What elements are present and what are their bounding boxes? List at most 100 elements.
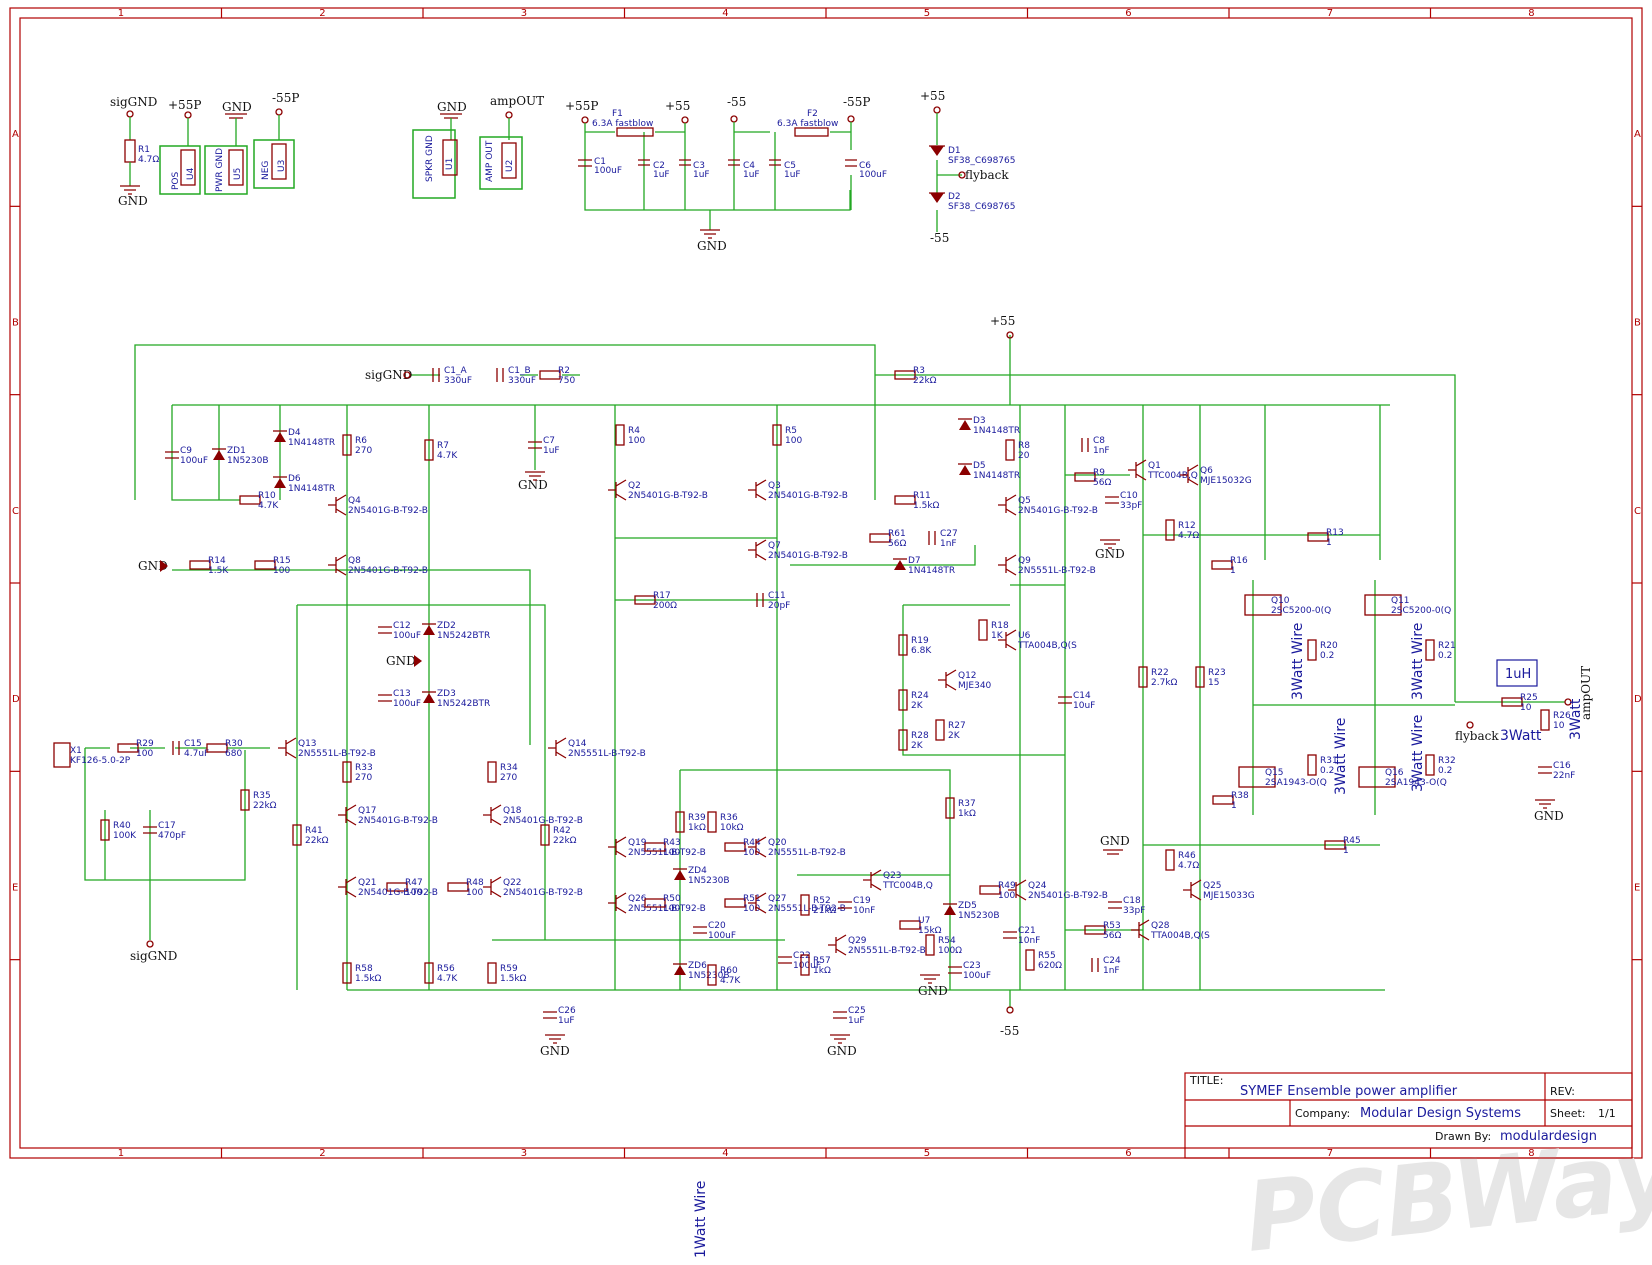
ref-label: Q2	[628, 481, 641, 491]
net-label: GND	[540, 1044, 570, 1058]
ref-label: R33	[355, 763, 373, 773]
val-label: 10nF	[853, 906, 875, 916]
ref-label: R20	[1320, 641, 1338, 651]
ref-label: R44	[743, 838, 761, 848]
ref-label: R57	[813, 956, 831, 966]
val-label: 10kΩ	[720, 823, 744, 833]
connector-icon	[180, 149, 196, 186]
val-label: TTC004B,Q	[1147, 471, 1198, 481]
net-label: GND	[118, 194, 148, 208]
val-label: 22nF	[1553, 771, 1575, 781]
val-label: 56Ω	[888, 539, 906, 549]
val-label: 100	[663, 848, 680, 858]
val-label: 620Ω	[1038, 961, 1062, 971]
net-label: -55P	[843, 95, 870, 109]
net-label: flyback	[965, 168, 1009, 182]
net-label: flyback	[1455, 729, 1499, 743]
grid-row-label: C	[12, 506, 19, 517]
val-label: 21kΩ	[813, 906, 837, 916]
ref-label: R39	[688, 813, 706, 823]
grid-col-label: 5	[924, 1148, 930, 1159]
fuse-icon	[616, 127, 654, 137]
power-connectors: sigGND R1 4.7Ω GND +55P POS U4 GND PWR G…	[110, 91, 544, 208]
ref-label: C21	[1018, 926, 1036, 936]
ref-label: R60	[720, 966, 738, 976]
ref-label: R47	[405, 878, 423, 888]
val-label: 20pF	[768, 601, 790, 611]
ref-label: C18	[1123, 896, 1141, 906]
svg-text:C1: C1	[594, 157, 606, 167]
connector-name: PWR GND	[215, 148, 225, 192]
ref-label: C8	[1093, 436, 1105, 446]
ref-label: R43	[663, 838, 681, 848]
val-label: TTA004B,Q(S	[1150, 931, 1210, 941]
ref-label: Q22	[503, 878, 522, 888]
val-label: 2K	[948, 731, 961, 741]
ref-label: R27	[948, 721, 966, 731]
grid-row-label: B	[1634, 318, 1641, 329]
grid-col-label: 4	[722, 1148, 728, 1159]
connector-name: AMP OUT	[485, 140, 495, 182]
net-node-icon	[126, 110, 134, 118]
ref-label: D5	[973, 461, 986, 471]
main-net-labels: +55 sigGND GND GND GND GND GND GND -55 G…	[130, 314, 1593, 1058]
val-label: 2K	[911, 701, 924, 711]
grid-col-label: 7	[1327, 8, 1333, 19]
ref-label: C13	[393, 689, 411, 699]
wire-note: 3Watt	[1568, 698, 1584, 740]
grid-col-label: 2	[319, 8, 325, 19]
val-label: 1uF	[558, 1016, 575, 1026]
ref-label: U6	[1018, 631, 1031, 641]
val-label: 100	[663, 904, 680, 914]
ref-label: Q3	[768, 481, 781, 491]
val-label: 56Ω	[1093, 478, 1111, 488]
title-text: SYMEF Ensemble power amplifier	[1240, 1084, 1458, 1099]
ref-label: R32	[1438, 756, 1456, 766]
val-label: 1N5230B	[688, 971, 730, 981]
ref-label: R21	[1438, 641, 1456, 651]
net-node-icon	[184, 111, 192, 119]
grid-row-label: A	[1634, 129, 1641, 140]
svg-text:SF38_C698765: SF38_C698765	[948, 202, 1015, 212]
ref-label: R56	[437, 964, 455, 974]
val-label: 2N5401G-B-T92-B	[628, 491, 708, 501]
svg-text:SF38_C698765: SF38_C698765	[948, 156, 1015, 166]
val-label: 15kΩ	[918, 926, 942, 936]
net-label: GND	[1100, 834, 1130, 848]
val-label: 100uF	[393, 631, 421, 641]
val-label: 1kΩ	[813, 966, 831, 976]
ref-label: Q12	[958, 671, 977, 681]
ref-label: R59	[500, 964, 518, 974]
val-label: 100	[743, 848, 760, 858]
net-label: GND	[827, 1044, 857, 1058]
ref-label: R30	[225, 739, 243, 749]
ref-label: Q19	[628, 838, 647, 848]
title-block: TITLE: SYMEF Ensemble power amplifier RE…	[1184, 1072, 1633, 1159]
grid-col-label: 5	[924, 8, 930, 19]
net-label: sigGND	[110, 95, 157, 109]
val-label: 2N5551L-B-T92-B	[768, 904, 846, 914]
val-label: 1.5kΩ	[913, 501, 940, 511]
